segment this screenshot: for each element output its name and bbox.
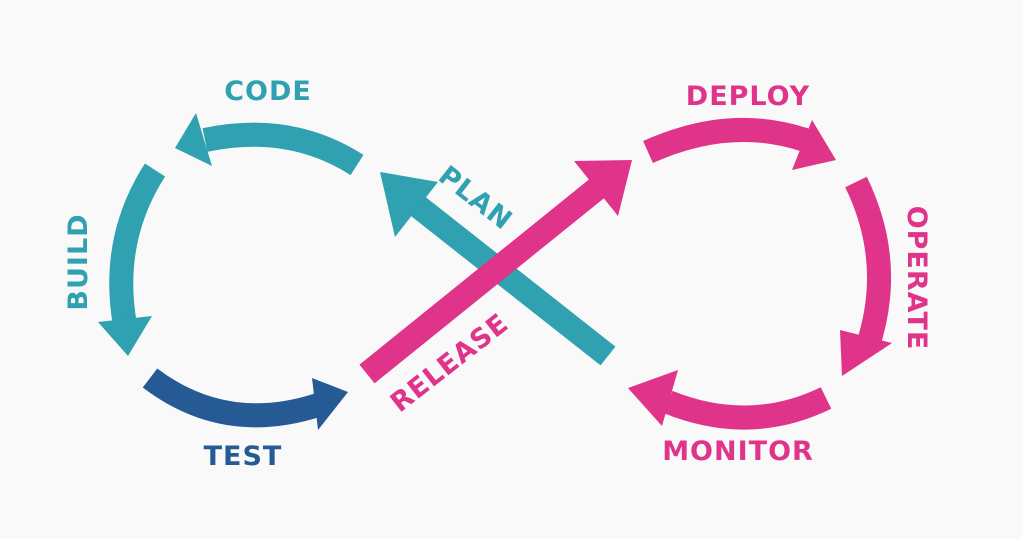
deploy-label: DEPLOY: [686, 81, 810, 112]
operate-label: OPERATE: [901, 206, 932, 351]
release-arrow-icon: [359, 160, 632, 384]
test-arrow-icon: [142, 368, 348, 430]
code-label: CODE: [224, 76, 312, 107]
plan-arrow-icon: [380, 172, 616, 366]
operate-arrow-icon: [840, 176, 892, 376]
test-label: TEST: [204, 441, 283, 472]
build-arrow-icon: [98, 163, 166, 356]
release-label: RELEASE: [385, 308, 515, 419]
monitor-arrow-icon: [628, 370, 832, 430]
deploy-arrow-icon: [643, 117, 836, 170]
build-label: BUILD: [63, 213, 94, 310]
code-arrow-icon: [175, 113, 364, 176]
monitor-label: MONITOR: [662, 436, 814, 467]
